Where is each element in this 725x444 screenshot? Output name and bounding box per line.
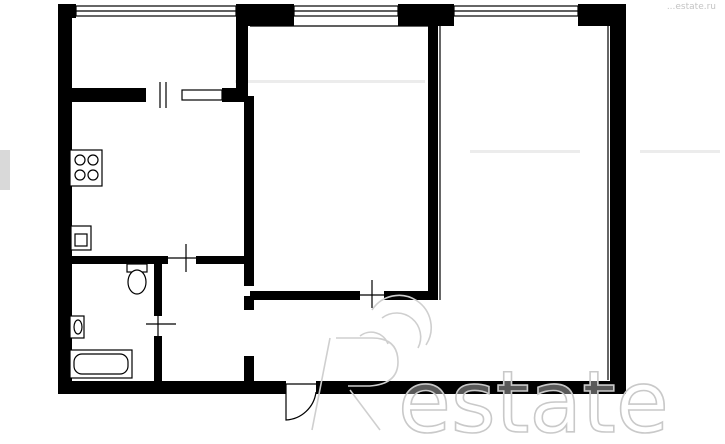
interior-walls xyxy=(58,4,609,386)
watermark-text: estate xyxy=(398,353,669,444)
outer-walls xyxy=(58,4,626,394)
toilet-icon xyxy=(126,263,148,295)
sink-icon xyxy=(70,225,92,251)
watermark-corner-text: ...estate.ru xyxy=(667,2,716,12)
washbasin-icon xyxy=(69,315,85,339)
background-artifacts xyxy=(0,80,720,190)
bathtub-icon xyxy=(69,349,133,379)
stove-icon xyxy=(69,149,103,187)
windows xyxy=(75,5,579,17)
watermark-logo: estate xyxy=(311,294,670,444)
door-marks xyxy=(146,82,386,421)
